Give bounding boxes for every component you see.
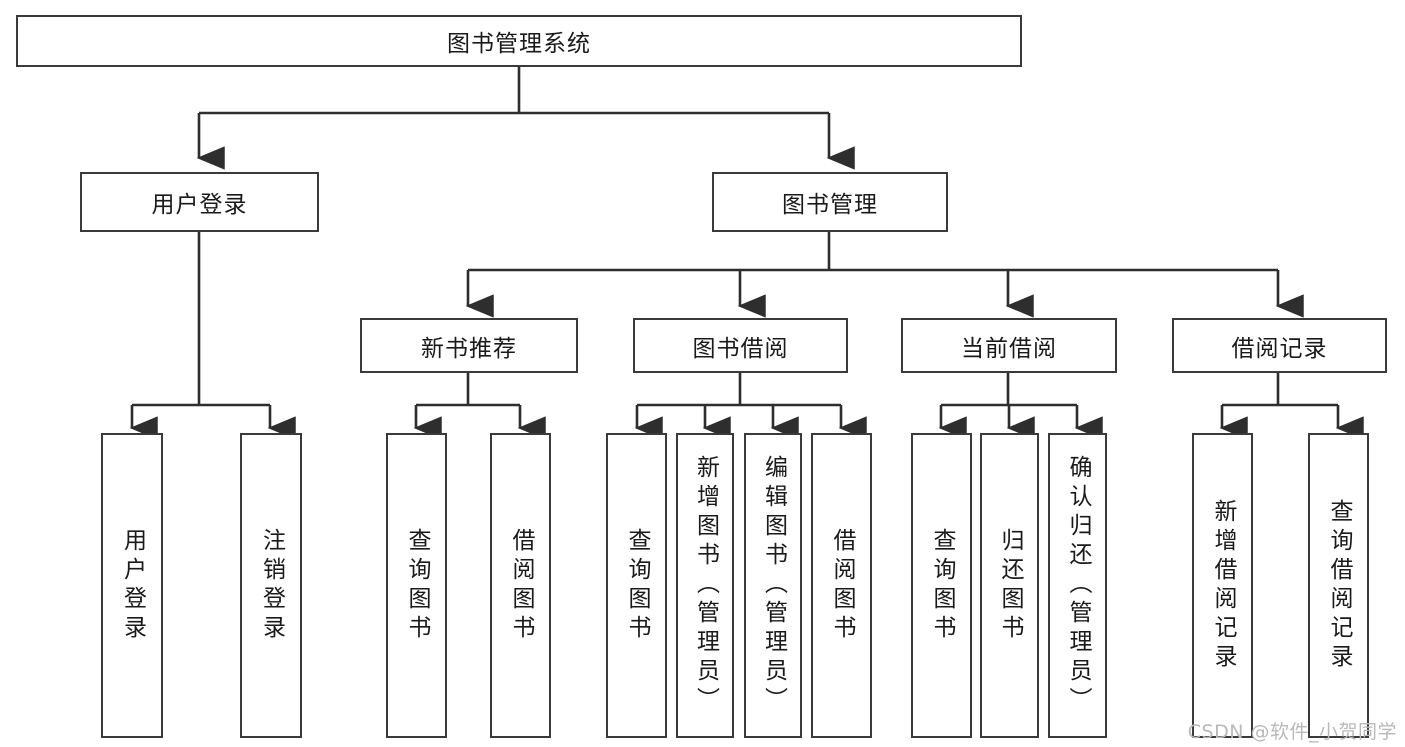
node-label: 归还图书 <box>997 527 1023 644</box>
node-label: 编辑图书（管理员） <box>760 455 787 716</box>
leaf-recommend-query-book[interactable]: 查询图书 <box>386 433 447 738</box>
leaf-borrow-edit-book-admin[interactable]: 编辑图书（管理员） <box>744 433 802 738</box>
node-label: 查询图书 <box>929 527 955 644</box>
node-label: 新增借阅记录 <box>1210 498 1236 673</box>
node-user-login[interactable]: 用户登录 <box>80 172 319 232</box>
leaf-current-confirm-return-admin[interactable]: 确认归还（管理员） <box>1048 433 1107 738</box>
node-new-book-recommend[interactable]: 新书推荐 <box>360 318 578 373</box>
leaf-current-query-book[interactable]: 查询图书 <box>911 433 972 738</box>
watermark-text: CSDN @软件_小贺同学 <box>1187 721 1397 743</box>
leaf-recommend-borrow-book[interactable]: 借阅图书 <box>490 433 551 738</box>
leaf-borrow-query-book[interactable]: 查询图书 <box>606 433 667 738</box>
node-current-borrow[interactable]: 当前借阅 <box>901 318 1117 373</box>
leaf-borrow-add-book-admin[interactable]: 新增图书（管理员） <box>676 433 734 738</box>
leaf-user-login[interactable]: 用户登录 <box>101 433 163 738</box>
leaf-record-query-record[interactable]: 查询借阅记录 <box>1308 433 1369 738</box>
leaf-borrow-borrow-book[interactable]: 借阅图书 <box>811 433 872 738</box>
node-label: 注销登录 <box>258 527 285 644</box>
node-label: 用户登录 <box>119 527 146 644</box>
node-label: 借阅记录 <box>1231 335 1328 362</box>
node-label: 确认归还（管理员） <box>1065 455 1091 716</box>
node-label: 新增图书（管理员） <box>692 455 719 716</box>
node-label: 图书管理 <box>782 192 878 218</box>
node-root-book-management-system[interactable]: 图书管理系统 <box>16 15 1022 67</box>
leaf-current-return-book[interactable]: 归还图书 <box>980 433 1039 738</box>
node-borrow-record[interactable]: 借阅记录 <box>1172 318 1387 373</box>
node-label: 图书管理系统 <box>447 31 591 57</box>
node-book-management[interactable]: 图书管理 <box>712 172 948 232</box>
node-label: 借阅图书 <box>829 527 855 644</box>
node-label: 查询图书 <box>624 527 650 644</box>
node-label: 图书借阅 <box>692 335 789 362</box>
node-label: 用户登录 <box>151 192 248 218</box>
node-label: 新书推荐 <box>421 335 517 362</box>
leaf-user-logout[interactable]: 注销登录 <box>240 433 302 738</box>
node-book-borrow[interactable]: 图书借阅 <box>633 318 848 373</box>
leaf-record-add-record[interactable]: 新增借阅记录 <box>1192 433 1253 738</box>
node-label: 当前借阅 <box>961 335 1057 362</box>
node-label: 查询借阅记录 <box>1326 498 1352 673</box>
node-label: 查询图书 <box>404 527 430 644</box>
node-label: 借阅图书 <box>508 527 534 644</box>
